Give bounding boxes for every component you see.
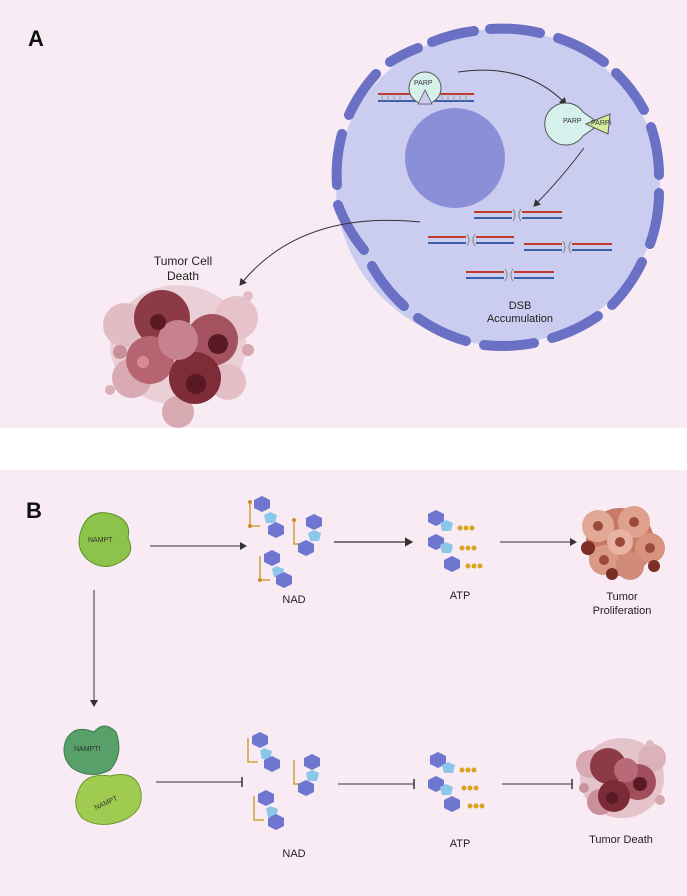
nampt-enzyme-top [78, 512, 132, 567]
tumor-proliferation-line2: Proliferation [592, 605, 652, 617]
tumor-cell-death-line2: Death [166, 269, 200, 283]
cell-body [336, 29, 660, 345]
nucleus [405, 108, 505, 208]
parp-label: PARP [414, 80, 433, 87]
dsb-label-line2: Accumulation [486, 313, 554, 325]
cell-membrane-segments [331, 23, 664, 352]
parp-trapped [544, 102, 601, 146]
atp-label-top: ATP [449, 590, 471, 602]
tumor-proliferation-label: Tumor Proliferation [572, 590, 672, 618]
nampt-label-top: NAMPT [88, 537, 113, 544]
nampt-enzyme-bottom [75, 774, 142, 825]
dsb-strand-1 [474, 208, 562, 222]
dsb-label: DSB Accumulation [470, 300, 570, 326]
panel-a-letter: A [28, 26, 44, 51]
dsb-strand-2 [428, 233, 514, 247]
panel-a-illustration [103, 23, 664, 428]
panel-a: A [0, 0, 687, 428]
nampti-label: NAMPTI [74, 746, 101, 753]
atp-label-bottom: ATP [449, 838, 471, 850]
parpi-inhibitor [584, 113, 611, 135]
parpi-label: PARPi [591, 120, 612, 127]
nampti-inhibitor [63, 725, 120, 775]
arrow-parp-to-parpi [457, 69, 567, 105]
tumor-cell-death-line1: Tumor Cell [153, 254, 213, 268]
panel-b: B [0, 470, 687, 896]
nad-label-bottom: NAD [282, 848, 306, 860]
tumor-death-label: Tumor Death [589, 834, 653, 846]
tumor-death-cluster [576, 738, 666, 818]
panel-b-letter: B [26, 498, 42, 523]
nad-label-top: NAD [282, 594, 306, 606]
arrow-to-tumor-death [239, 219, 421, 286]
atp-molecules-top [428, 510, 483, 572]
tumor-proliferation-line1: Tumor [606, 591, 638, 603]
dsb-strand-3 [524, 240, 612, 254]
dsb-strand-4 [466, 268, 554, 282]
tumor-proliferation-cluster [581, 506, 665, 580]
tumor-cell-death-label: Tumor Cell Death [128, 254, 238, 284]
nad-molecules-top [248, 496, 322, 588]
parp-trapped-label: PARP [563, 118, 582, 125]
dsb-label-line1: DSB [508, 300, 532, 312]
atp-molecules-bottom [428, 752, 485, 812]
nad-molecules-bottom [247, 732, 320, 830]
panel-b-illustration [63, 496, 666, 830]
dying-tumor-cluster [103, 285, 258, 428]
arrow-to-dsb [533, 147, 585, 207]
